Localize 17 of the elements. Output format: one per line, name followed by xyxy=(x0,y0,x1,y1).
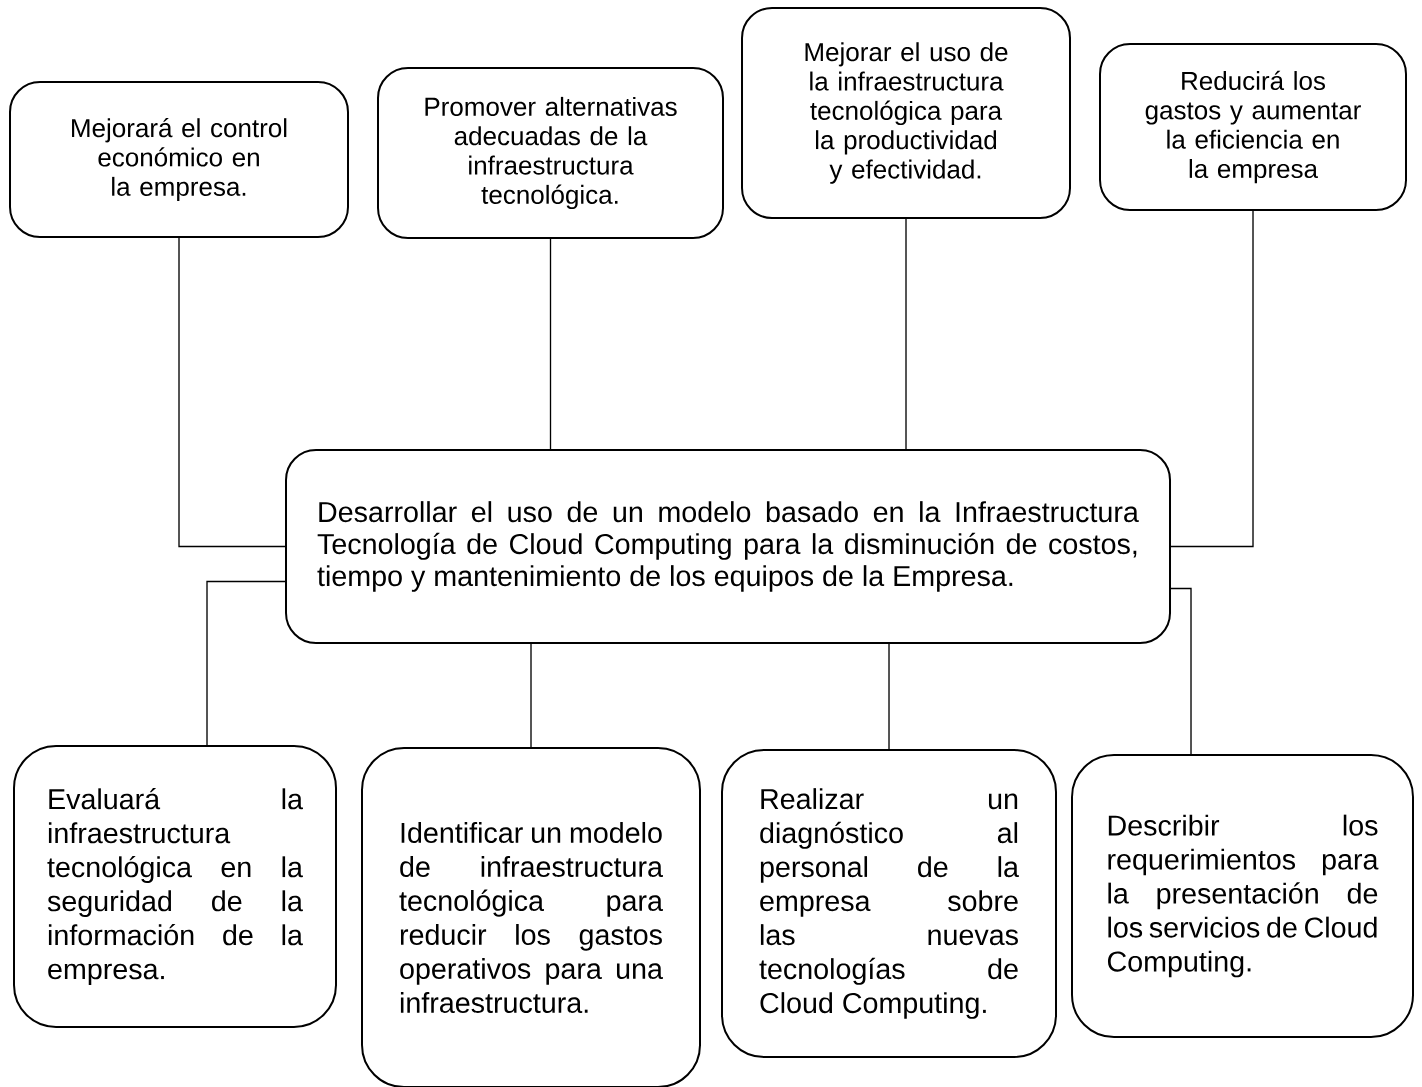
connector-line xyxy=(888,643,890,750)
objective-box: Describir los requerimientos para la presentación de los servicios de Cloud Computing. xyxy=(1071,754,1414,1038)
objective-box: Reducirá los gastos y aumentar la eficiencia en la empresa xyxy=(1099,43,1407,211)
objective-box: Mejorar el uso de la infraestructura tecnológica para la productividad y efectividad. xyxy=(741,7,1071,219)
connector-line xyxy=(1170,587,1192,755)
connector-line xyxy=(206,580,286,746)
objective-box: Realizar un diagnóstico al personal de la empresa sobre las nuevas tecnologías de Cloud Computing. xyxy=(721,749,1057,1058)
objective-box: Promover alternativas adecuadas de la infraestructura tecnológica. xyxy=(377,67,724,239)
objective-box: Evaluará la infraestructura tecnológica en la seguridad de la información de la empresa. xyxy=(13,745,337,1028)
objective-box: Mejorará el control económico en la empresa. xyxy=(9,81,349,238)
connector-line xyxy=(549,238,552,450)
connector-line xyxy=(178,237,286,548)
connector-line xyxy=(905,218,907,450)
connector-line xyxy=(530,643,532,748)
goal-box: Desarrollar el uso de un modelo basado en la Infraestructura Tecnología de Cloud Computing para la disminución de costos, tiempo y mantenimiento de los equipos de la Empresa. xyxy=(285,449,1171,644)
connector-line xyxy=(1170,210,1254,548)
objective-box: Identificar un modelo de infraestructura tecnológica para reducir los gastos operativos para una infraestructura. xyxy=(361,747,701,1087)
